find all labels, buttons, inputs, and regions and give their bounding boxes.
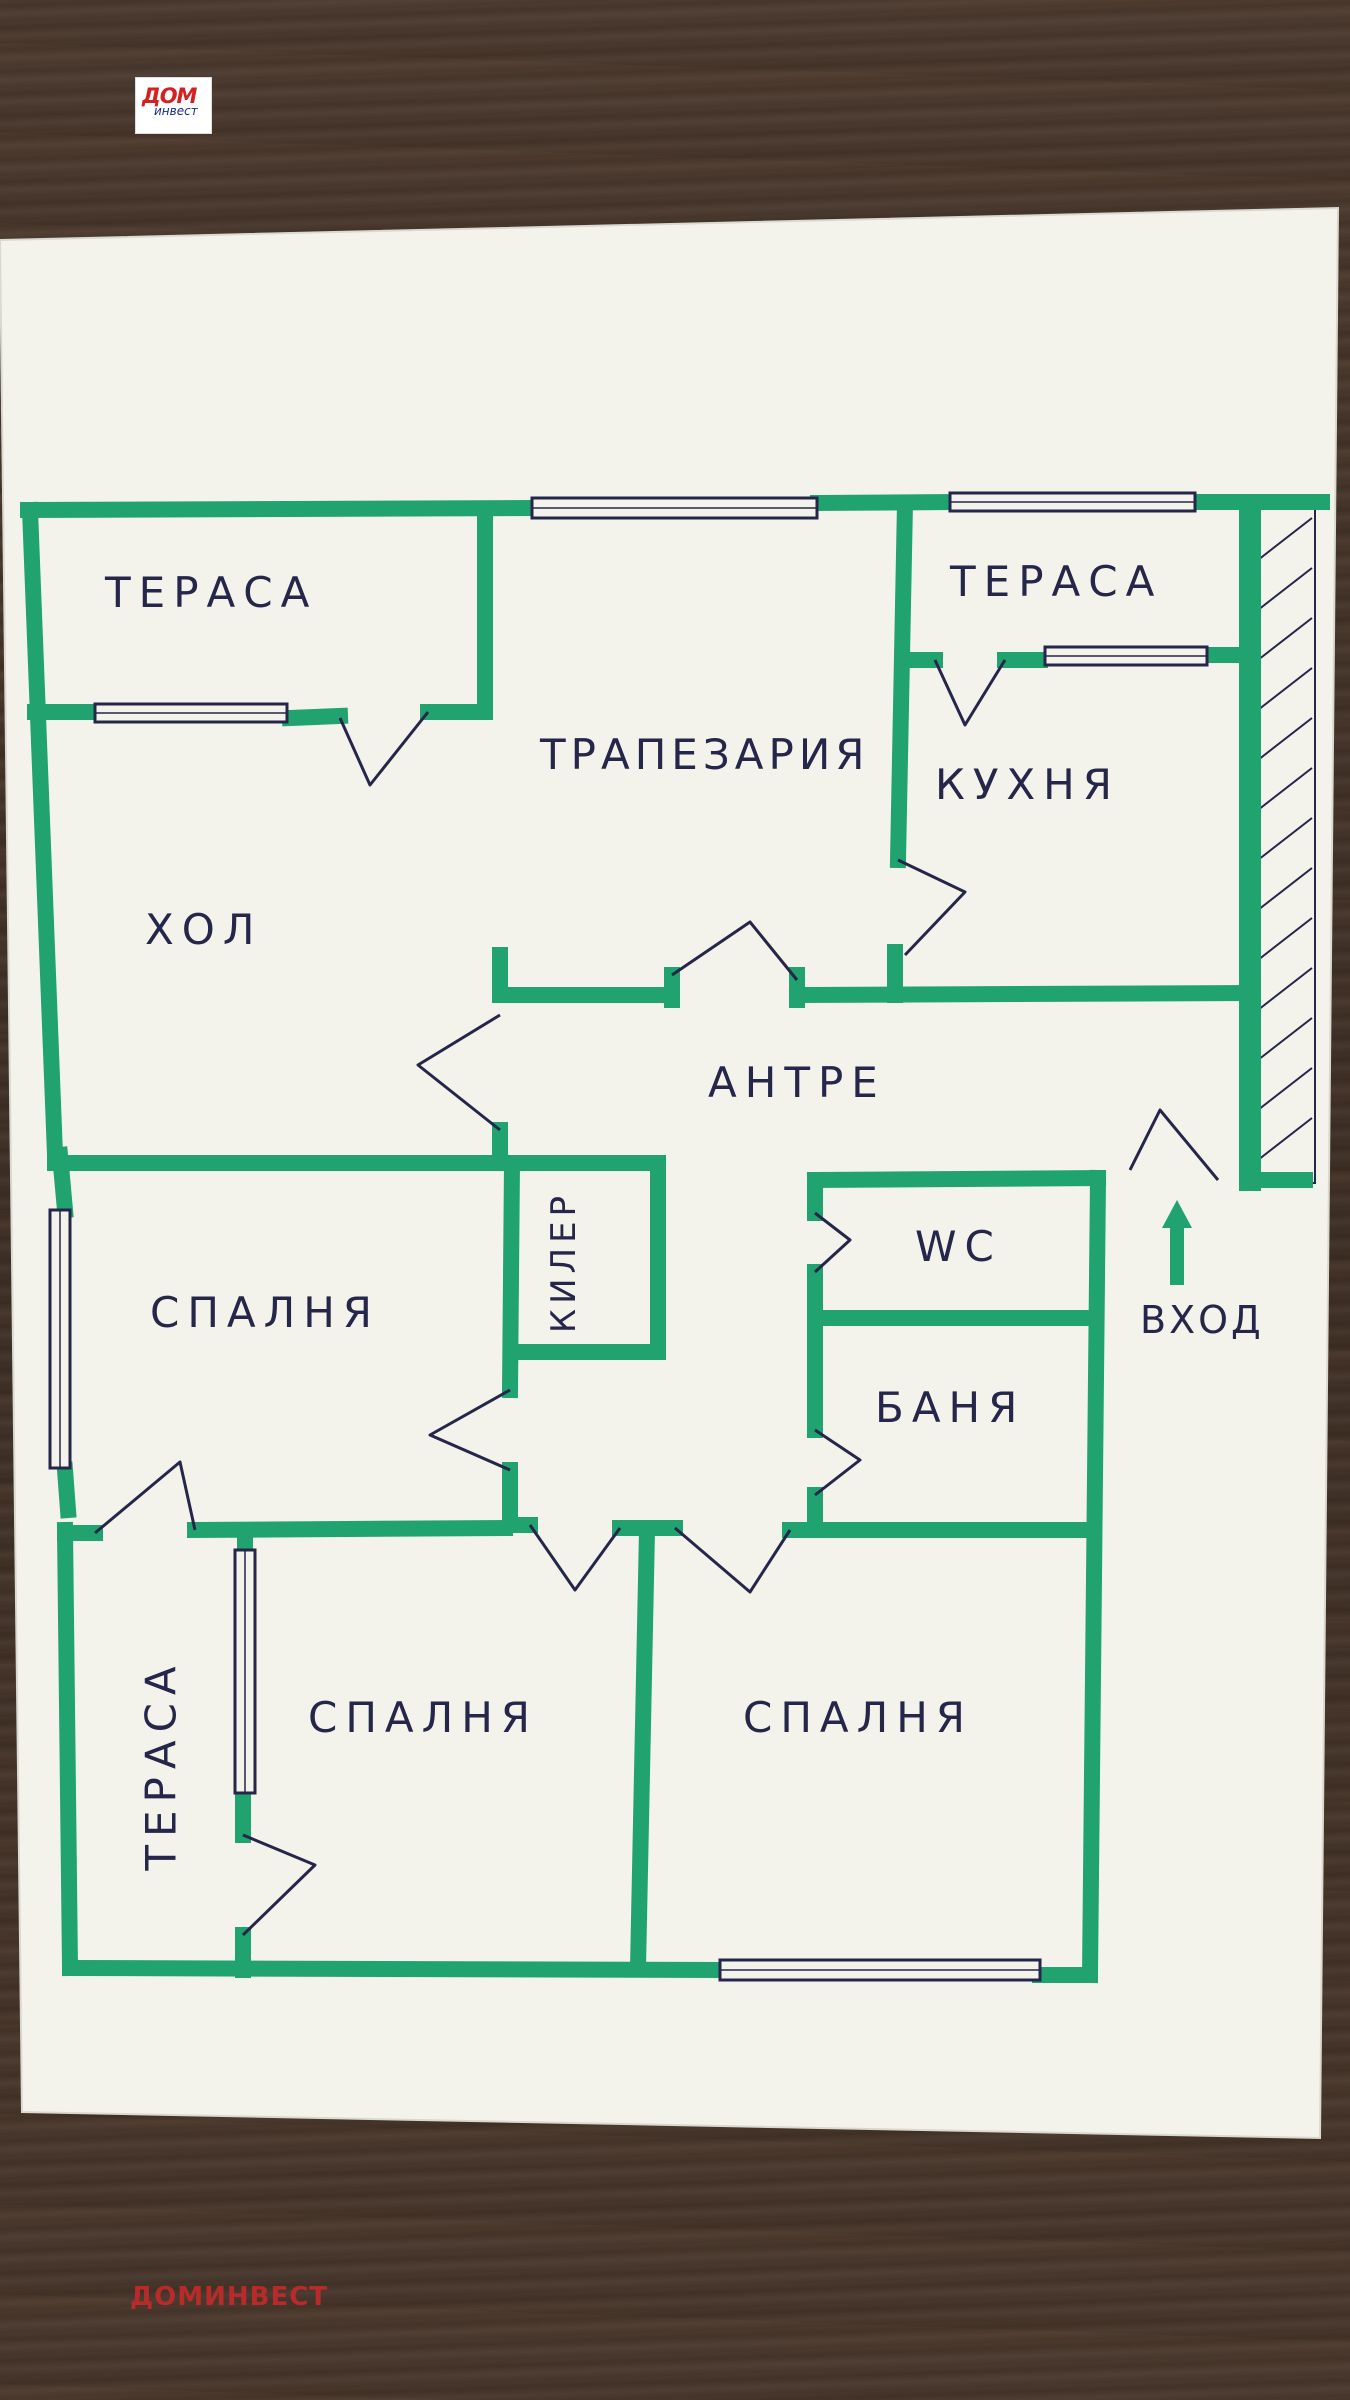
room-label-dining: ТРАПЕЗАРИЯ: [540, 730, 870, 779]
room-label-bedroom-middle: СПАЛНЯ: [308, 1693, 538, 1742]
room-label-kitchen: КУХНЯ: [935, 760, 1120, 809]
room-label-terrace-top-left: ТЕРАСА: [105, 568, 318, 617]
room-label-bedroom-left: СПАЛНЯ: [150, 1288, 380, 1337]
hatched-wall: [1254, 504, 1316, 1184]
doors: [94, 659, 1220, 1937]
windows: [48, 491, 1209, 1982]
watermark-text: ДОМИНВЕСТ: [130, 2282, 329, 2312]
room-label-living: ХОЛ: [145, 905, 263, 954]
room-label-wc: WC: [915, 1222, 1002, 1271]
room-label-hall: АНТРЕ: [708, 1058, 886, 1107]
room-label-bathroom: БАНЯ: [875, 1383, 1026, 1432]
room-label-bedroom-right: СПАЛНЯ: [743, 1693, 973, 1742]
room-label-terrace-top-right: ТЕРАСА: [950, 557, 1163, 606]
entrance-arrow: [1162, 1200, 1192, 1285]
room-label-storage: КИЛЕР: [544, 1190, 585, 1334]
room-label-terrace-bottom: ТЕРАСА: [136, 1658, 186, 1871]
walls: [19, 493, 1330, 1984]
company-logo: ДОМ инвест: [135, 77, 212, 134]
entrance-label: ВХОД: [1140, 1298, 1264, 1342]
